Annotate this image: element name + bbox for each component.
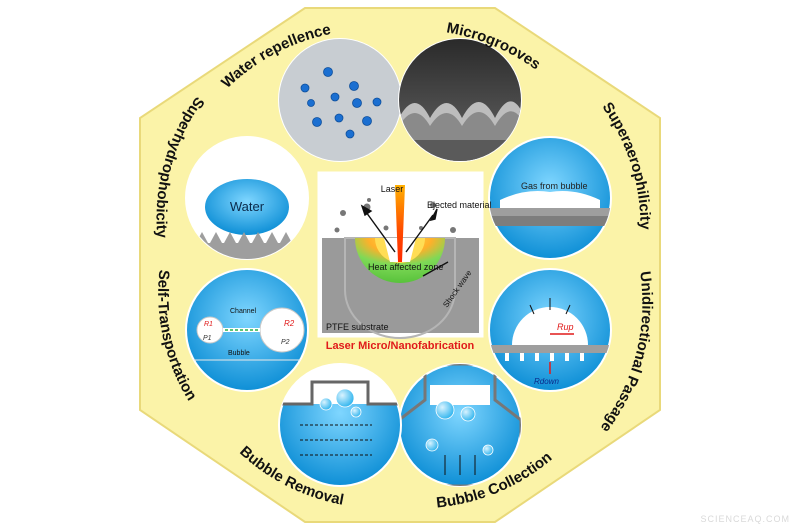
microgrooves-panel <box>398 38 522 162</box>
p2-label: P2 <box>281 339 290 346</box>
laser-fabrication-diagram: Laser Ejected material Heat affected zon… <box>317 171 492 352</box>
heat-affected-zone-label: Heat affected zone <box>368 262 443 272</box>
laser-label: Laser <box>381 184 404 194</box>
superhydrophobicity-panel: Water <box>185 136 309 260</box>
channel-label: Channel <box>230 308 257 315</box>
ejected-material-label: Ejected material <box>427 200 492 210</box>
unidirectional-passage-panel: Rup Rdown <box>488 268 612 392</box>
bubble-label: Bubble <box>228 350 250 357</box>
water-label: Water <box>230 199 265 214</box>
r2-label: R2 <box>284 319 295 328</box>
gas-from-bubble-label: Gas from bubble <box>521 181 588 191</box>
r1-label: R1 <box>204 321 213 328</box>
watermark-text: SCIENCEAQ.COM <box>700 514 790 524</box>
center-title: Laser Micro/Nanofabrication <box>326 340 475 352</box>
bubble-collection-panel <box>398 363 522 487</box>
r-up-label: Rup <box>557 322 574 332</box>
self-transportation-panel: Channel Bubble R1 R2 P1 P2 <box>185 268 309 392</box>
p1-label: P1 <box>203 335 212 342</box>
ptfe-substrate-label: PTFE substrate <box>326 322 389 332</box>
bubble-removal-panel <box>278 363 402 487</box>
r-down-label: Rdown <box>534 377 559 386</box>
superaerophilicity-panel: Gas from bubble <box>488 136 612 260</box>
water-repellence-panel <box>278 38 402 162</box>
